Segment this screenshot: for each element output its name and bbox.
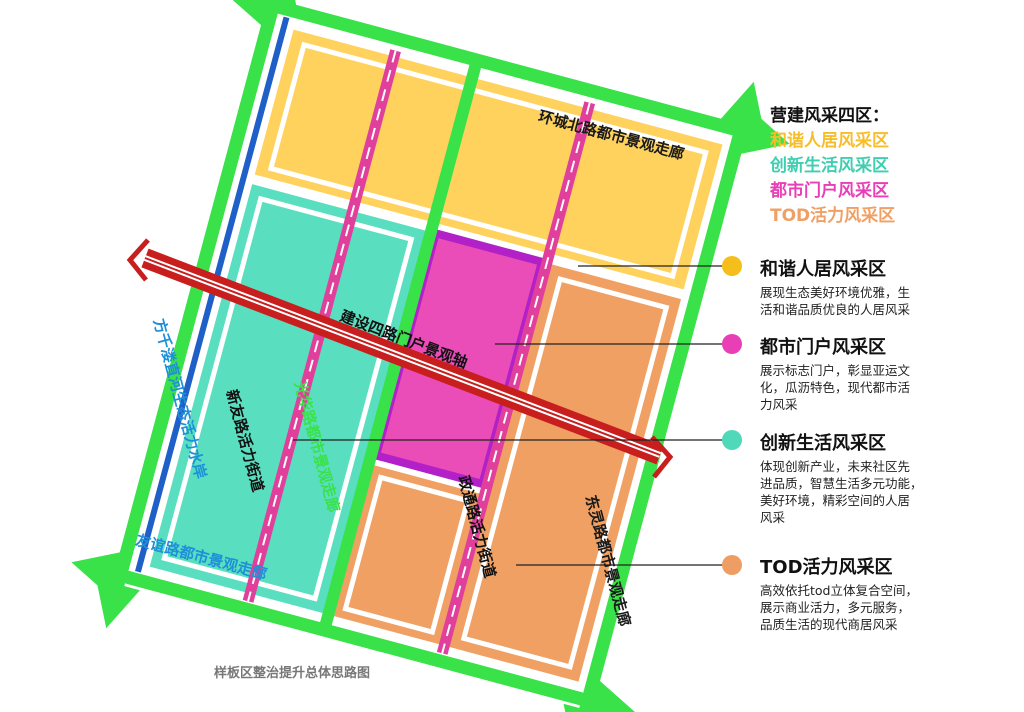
desc-line: 风采 bbox=[760, 510, 786, 525]
guanghua-road bbox=[319, 64, 482, 626]
desc-line: 展现生态美好环境优雅，生 bbox=[760, 285, 911, 300]
desc-line: 品质生活的现代商居风采 bbox=[760, 617, 898, 632]
legend-item-gateway: 都市门户风采区 bbox=[770, 181, 889, 201]
zone-desc-gateway: 展示标志门户，彰显亚运文 化，瓜沥特色，现代都市活 力风采 bbox=[760, 362, 1000, 413]
zone-block-innovation: 创新生活风采区 体现创新产业，未来社区先 进品质，智慧生活多元功能， 美好环境，… bbox=[760, 429, 1000, 526]
desc-line: 展示标志门户，彰显亚运文 bbox=[760, 363, 911, 378]
desc-line: 化，瓜沥特色，现代都市活 bbox=[760, 380, 911, 395]
legend-item-tod: TOD活力风采区 bbox=[770, 206, 896, 226]
desc-line: 展示商业活力，多元服务， bbox=[760, 600, 911, 615]
zone-desc-residential: 展现生态美好环境优雅，生 活和谐品质优良的人居风采 bbox=[760, 284, 1000, 318]
desc-line: 力风采 bbox=[760, 397, 798, 412]
zone-block-residential: 和谐人居风采区 展现生态美好环境优雅，生 活和谐品质优良的人居风采 bbox=[760, 255, 1000, 318]
dot-innovation bbox=[722, 430, 742, 450]
river-line bbox=[135, 16, 290, 573]
zone-desc-tod: 高效依托tod立体复合空间， 展示商业活力，多元服务， 品质生活的现代商居风采 bbox=[760, 582, 1000, 633]
zone-title-innovation: 创新生活风采区 bbox=[760, 433, 886, 454]
residential-zone bbox=[254, 29, 723, 290]
zone-desc-innovation: 体现创新产业，未来社区先 进品质，智慧生活多元功能， 美好环境，精彩空间的人居 … bbox=[760, 458, 1000, 526]
dot-gateway bbox=[722, 334, 742, 354]
dot-tod bbox=[722, 555, 742, 575]
zone-title-residential: 和谐人居风采区 bbox=[760, 259, 886, 280]
desc-line: 进品质，智慧生活多元功能， bbox=[760, 476, 923, 491]
figure-caption: 样板区整治提升总体思路图 bbox=[214, 666, 371, 681]
zone-block-gateway: 都市门户风采区 展示标志门户，彰显亚运文 化，瓜沥特色，现代都市活 力风采 bbox=[760, 333, 1000, 413]
legend-heading: 营建风采四区： bbox=[770, 106, 889, 126]
zone-title-tod: TOD活力风采区 bbox=[760, 557, 893, 578]
desc-line: 活和谐品质优良的人居风采 bbox=[760, 302, 911, 317]
jianshe-axis bbox=[126, 238, 674, 479]
tod-zone-east bbox=[449, 264, 682, 682]
legend-item-residential: 和谐人居风采区 bbox=[770, 131, 889, 151]
desc-line: 高效依托tod立体复合空间， bbox=[760, 583, 918, 598]
innovation-zone bbox=[149, 184, 427, 614]
zone-block-tod: TOD活力风采区 高效依托tod立体复合空间， 展示商业活力，多元服务， 品质生… bbox=[760, 553, 1000, 633]
desc-line: 美好环境，精彩空间的人居 bbox=[760, 493, 911, 508]
dot-residential bbox=[722, 256, 742, 276]
zone-title-gateway: 都市门户风采区 bbox=[760, 337, 886, 358]
legend-item-innovation: 创新生活风采区 bbox=[770, 156, 889, 176]
desc-line: 体现创新产业，未来社区先 bbox=[760, 459, 911, 474]
